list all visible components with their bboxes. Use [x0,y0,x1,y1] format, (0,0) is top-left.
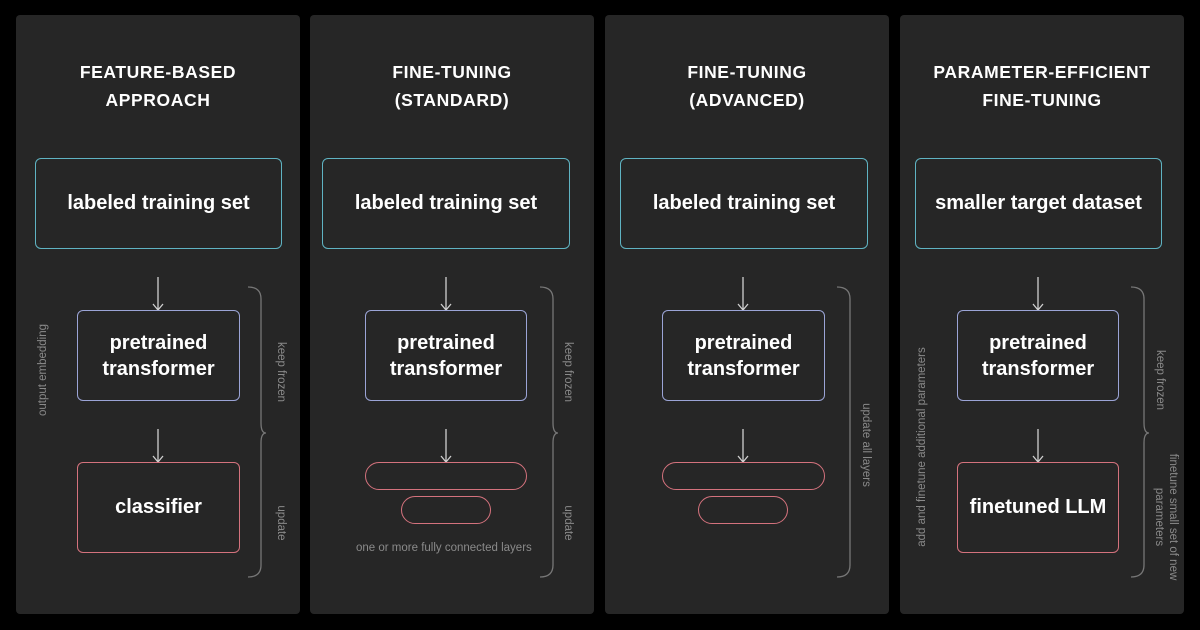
smaller-target-dataset-box: smaller target dataset [915,158,1162,249]
pretrained-transformer-box: pretrained transformer [365,310,527,401]
bracket-keep-frozen [247,286,267,578]
bracket-update-all [836,286,851,578]
labeled-training-set-box: labeled training set [620,158,868,249]
finetuned-llm-box: finetuned LLM [957,462,1119,553]
title-line-1: PARAMETER-EFFICIENT [933,62,1151,82]
output-embedding-label: output embedding [37,323,49,417]
title-line-2: (ADVANCED) [689,90,805,110]
finetune-new-parameters-label: finetune small set of new parameters [1153,453,1179,581]
fully-connected-layer-narrow [698,496,788,524]
title-line-2: FINE-TUNING [982,90,1102,110]
bracket-keep-frozen [539,286,559,578]
arrow-down-icon [440,277,452,312]
title-line-2: (STANDARD) [394,90,510,110]
pretrained-transformer-box: pretrained transformer [77,310,240,401]
arrow-down-icon [152,429,164,464]
update-label: update [275,505,287,541]
fully-connected-layer-wide [662,462,825,490]
fully-connected-layers-note: one or more fully connected layers [356,542,532,554]
arrow-down-icon [737,277,749,312]
panel-title: FINE-TUNING (STANDARD) [310,58,594,114]
panel-title: FEATURE-BASED APPROACH [16,58,300,114]
add-finetune-parameters-label: add and finetune additional parameters [916,347,928,547]
title-line-1: FEATURE-BASED [79,62,237,82]
arrow-down-icon [440,429,452,464]
fully-connected-layer-narrow [401,496,491,524]
keep-frozen-label: keep frozen [275,341,287,403]
update-label: update [562,505,574,541]
pretrained-transformer-box: pretrained transformer [662,310,825,401]
title-line-2: APPROACH [105,90,211,110]
arrow-down-icon [737,429,749,464]
panel-fine-tuning-advanced: FINE-TUNING (ADVANCED) labeled training … [605,15,889,614]
fully-connected-layer-wide [365,462,527,490]
keep-frozen-label: keep frozen [1154,349,1166,411]
update-all-layers-label: update all layers [860,403,872,487]
panel-feature-based: FEATURE-BASED APPROACH labeled training … [16,15,300,614]
panel-parameter-efficient: PARAMETER-EFFICIENT FINE-TUNING smaller … [900,15,1184,614]
panel-title: FINE-TUNING (ADVANCED) [605,58,889,114]
classifier-box: classifier [77,462,240,553]
panel-fine-tuning-standard: FINE-TUNING (STANDARD) labeled training … [310,15,594,614]
arrow-down-icon [1032,429,1044,464]
arrow-down-icon [152,277,164,312]
pretrained-transformer-box: pretrained transformer [957,310,1119,401]
panel-title: PARAMETER-EFFICIENT FINE-TUNING [900,58,1184,114]
title-line-1: FINE-TUNING [687,62,807,82]
keep-frozen-label: keep frozen [562,341,574,403]
arrow-down-icon [1032,277,1044,312]
bracket-keep-frozen [1130,286,1150,578]
labeled-training-set-box: labeled training set [322,158,570,249]
labeled-training-set-box: labeled training set [35,158,282,249]
title-line-1: FINE-TUNING [392,62,512,82]
